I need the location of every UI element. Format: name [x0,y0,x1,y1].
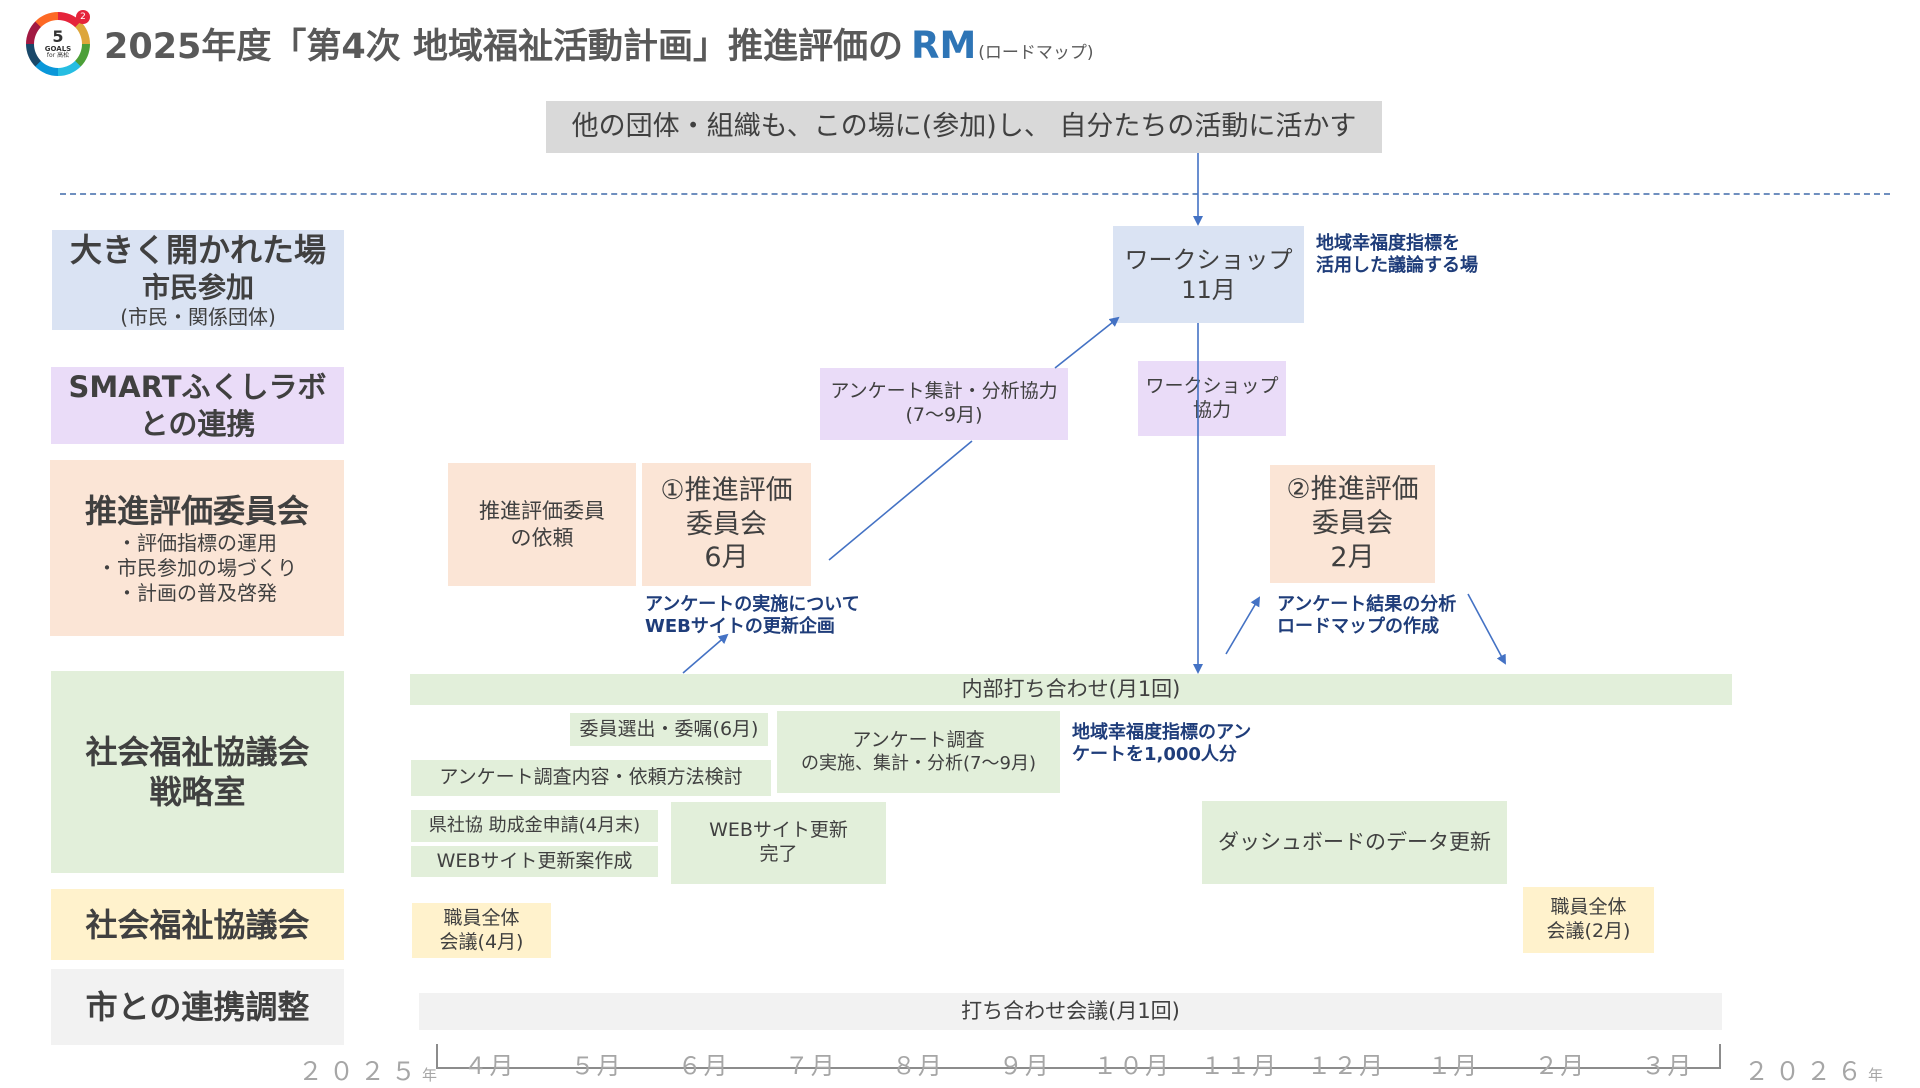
timeline-month: １１月 [1200,1052,1279,1080]
member-selection: 委員選出・委嘱(6月) [570,713,768,746]
committee-meeting-1: ①推進評価 委員会 6月 [642,463,811,586]
timeline-month: １２月 [1307,1052,1386,1080]
timeline-month: ７月 [784,1052,837,1080]
city-meeting-bar: 打ち合わせ会議(月1回) [419,993,1722,1030]
row-label-strategy-office: 社会福祉協議会 戦略室 [51,671,344,873]
row-label-committee: 推進評価委員会 ・評価指標の運用 ・市民参加の場づくり ・計画の普及啓発 [50,460,344,636]
row-label-smart-lab: SMARTふくしラボ との連携 [51,367,344,444]
arrow-internal-to-web-note [682,633,729,674]
title-suffix: (ロードマップ) [978,43,1094,63]
survey-note: 地域幸福度指標のアン ケートを1,000人分 [1072,722,1252,765]
timeline-bar [436,1044,1721,1069]
staff-meeting-april: 職員全体 会議(4月) [412,903,551,958]
sdgs-logo: 5 GOALS for 高松 2 [26,10,90,76]
timeline-month: ２月 [1534,1052,1587,1080]
page-title: 2025年度「第4次 地域福祉活動計画」推進評価の RM (ロードマップ) [104,18,1094,68]
dashboard-update: ダッシュボードのデータ更新 [1202,801,1507,884]
timeline-months: ４月 ５月 ６月 ７月 ８月 ９月 １０月 １１月 １２月 １月 ２月 ３月 [436,1046,1721,1080]
timeline-month: ３月 [1641,1052,1694,1080]
web-update-done: WEBサイト更新 完了 [671,802,886,884]
timeline-month: ６月 [677,1052,730,1080]
timeline-month: ８月 [891,1052,944,1080]
staff-meeting-february: 職員全体 会議(2月) [1523,887,1654,953]
row-label-city: 市との連携調整 [51,969,344,1045]
survey-content-review: アンケート調査内容・依頼方法検討 [411,760,771,796]
top-banner: 他の団体・組織も、この場に(参加)し、 自分たちの活動に活かす [546,101,1382,153]
workshop-november: ワークショップ 11月 [1113,226,1304,323]
workshop-support: ワークショップ 協力 [1138,361,1286,436]
timeline-month: １０月 [1093,1052,1171,1080]
web-plan-note: アンケートの実施について WEBサイトの更新企画 [645,594,860,637]
row-label-open-forum: 大きく開かれた場 市民参加 (市民・関係団体) [52,230,344,330]
survey-analysis-support: アンケート集計・分析協力 (7～9月) [820,368,1068,440]
analysis-note: アンケート結果の分析 ロードマップの作成 [1277,594,1457,637]
arrow-survey-support-to-workshop [1054,316,1120,369]
title-rm: RM [910,24,977,67]
logo-number: 5 [52,26,64,46]
grant-application: 県社協 助成金申請(4月末) [411,810,658,842]
timeline-month: ５月 [570,1052,623,1080]
internal-meeting-bar: 内部打ち合わせ(月1回) [410,674,1732,705]
logo-text: GOALS [44,44,72,53]
workshop-note: 地域幸福度指標を 活用した議論する場 [1316,233,1478,276]
timeline-month: ４月 [463,1052,516,1080]
title-main: 2025年度「第4次 地域福祉活動計画」推進評価の [104,27,903,67]
row-label-council: 社会福祉協議会 [51,889,344,960]
arrow-committee-to-survey-support [828,440,973,561]
dashed-divider [60,193,1890,195]
survey-execution: アンケート調査 の実施、集計・分析(7～9月) [777,711,1060,793]
committee-meeting-2: ②推進評価 委員会 2月 [1270,465,1435,583]
logo-badge: 2 [76,10,90,24]
logo-sub: for 高松 [46,52,70,60]
arrow-analysis-up [1225,596,1261,655]
arrow-analysis-down [1467,593,1506,665]
timeline-month: １月 [1427,1052,1480,1080]
web-update-plan: WEBサイト更新案作成 [411,846,658,877]
timeline-month: ９月 [998,1052,1051,1080]
committee-request: 推進評価委員 の依頼 [448,463,636,586]
